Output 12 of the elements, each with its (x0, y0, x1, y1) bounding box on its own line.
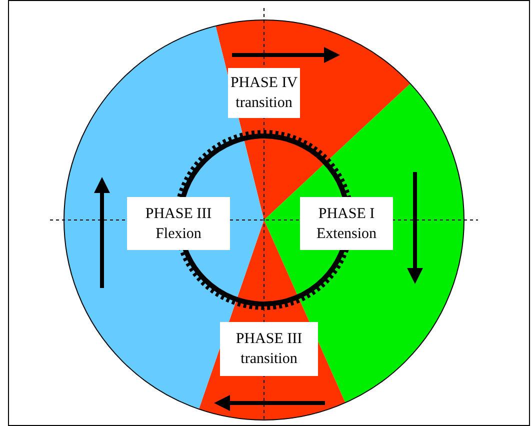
phase-description: Flexion (156, 224, 202, 244)
phase-label-box (220, 322, 318, 376)
phase-label-box (300, 197, 393, 250)
phase-label-box (228, 68, 300, 118)
phase-title: PHASE IV (230, 74, 298, 93)
phase-title: PHASE III (145, 204, 212, 224)
phase-description: transition (236, 94, 292, 113)
phase-title: PHASE III (236, 330, 302, 349)
phase-label-box (127, 197, 230, 250)
phase-description: Extension (316, 224, 376, 244)
phase-description: transition (240, 350, 298, 369)
phase-title: PHASE I (318, 204, 375, 224)
